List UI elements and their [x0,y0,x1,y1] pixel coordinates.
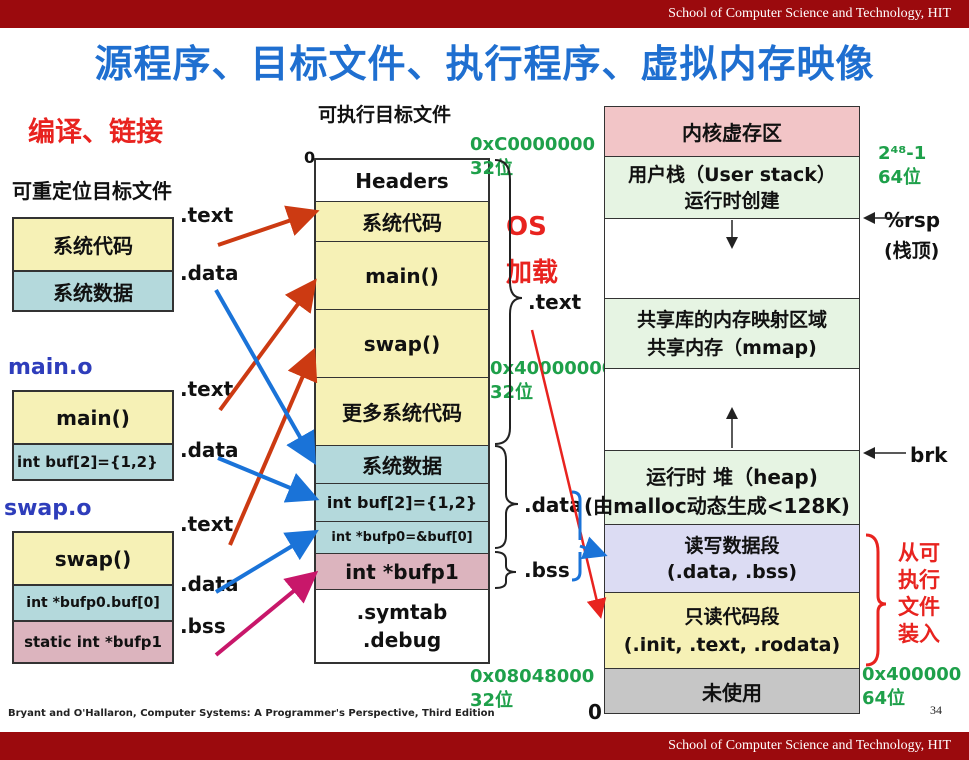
brace-data [494,445,519,549]
heap-note: (由malloc动态生成<128K) [584,494,850,518]
exe-bufp1: int *bufp1 [316,554,488,590]
exe-main: main() [316,242,488,310]
header-bar: School of Computer Science and Technolog… [0,0,969,28]
arrow-os-load [530,329,607,619]
executable-title: 可执行目标文件 [318,104,452,126]
relocatable-title: 可重定位目标文件 [12,179,172,203]
compile-link-label: 编译、链接 [28,117,163,148]
sys-data-box: 系统数据 [12,272,174,312]
mem-rw-data: 读写数据段 (.data, .bss) [605,525,859,593]
brace-load-from-file [865,533,887,667]
addr-40000000-bits: 32位 [490,382,534,403]
swap-bss-label: .bss [180,614,226,638]
exe-symtab-debug: .symtab .debug [316,590,488,662]
sys-text-label: .text [180,203,234,227]
arrow-sys-text [217,205,320,247]
sys-code-box: 系统代码 [12,217,174,272]
exe-bufp0: int *bufp0=&buf[0] [316,522,488,554]
mem-kernel: 内核虚存区 [605,107,859,157]
rsp-label: %rsp [884,208,941,232]
load-label: 加载 [506,258,559,288]
load-from-file-note: 从可 执行 文件 装入 [898,541,940,646]
arrow-sys-data [214,289,316,465]
exe-swap: swap() [316,310,488,378]
swap-bss-box: static int *bufp1 [12,622,174,664]
os-label: OS [506,212,547,242]
mem-mmap: 共享库的内存映射区域 共享内存（mmap) [605,299,859,369]
page-title: 源程序、目标文件、执行程序、虚拟内存映像 [94,42,875,86]
rw-bracket-top [571,490,582,540]
exe-sys-code: 系统代码 [316,202,488,242]
mem-user-stack: 用户栈（User stack） 运行时创建 [605,157,859,219]
arrow-rw-load [579,536,608,560]
addr-c0000000-bits: 32位 [470,158,514,179]
swap-data-box: int *bufp0.buf[0] [12,586,174,622]
mem-zero: 0 [588,700,602,724]
executable-file: Headers 系统代码 main() swap() 更多系统代码 系统数据 i… [314,158,490,664]
page-number: 34 [930,703,942,717]
addr-400000-bits: 64位 [862,688,906,709]
main-o-label: main.o [8,355,93,380]
executable-zero: 0 [304,148,316,167]
rsp-note: (栈顶) [884,240,940,262]
brace-bss-label: .bss [524,558,570,582]
addr-c0000000: 0xC0000000 [470,134,596,155]
addr-top-bits: 64位 [878,167,922,188]
brace-text [494,159,523,445]
exe-more-sys-code: 更多系统代码 [316,378,488,446]
rw-bracket-bottom [571,552,582,582]
brace-bss [494,551,517,589]
brace-text-label: .text [528,290,582,314]
addr-400000: 0x400000 [862,664,962,685]
exe-buf: int buf[2]={1,2} [316,484,488,522]
swap-text-label: .text [180,512,234,536]
arrow-swap-data [214,529,319,594]
main-data-box: int buf[2]={1,2} [12,445,174,481]
swap-o-label: swap.o [4,496,92,521]
arrow-swap-bss [214,570,319,657]
swap-code-box: swap() [12,531,174,586]
footer-bar: School of Computer Science and Technolog… [0,732,969,760]
addr-top: 2⁴⁸-1 [878,143,927,164]
arrow-main-text [218,278,317,412]
addr-08048000: 0x08048000 [470,666,595,687]
mem-unused: 未使用 [605,669,859,713]
footer-school: School of Computer Science and Technolog… [668,738,951,753]
addr-40000000: 0x40000000 [490,358,615,379]
main-data-label: .data [180,438,239,462]
virtual-memory: 内核虚存区 用户栈（User stack） 运行时创建 共享库的内存映射区域 共… [604,106,860,714]
main-code-box: main() [12,390,174,445]
mem-heap: 运行时 堆（heap) [605,451,859,525]
main-text-label: .text [180,377,234,401]
exe-headers: Headers [316,160,488,202]
exe-sys-data: 系统数据 [316,446,488,484]
header-school: School of Computer Science and Technolog… [668,6,951,21]
sys-data-label: .data [180,261,239,285]
addr-08048000-bits: 32位 [470,690,514,711]
citation: Bryant and O'Hallaron, Computer Systems:… [8,708,495,719]
brk-label: brk [910,443,948,467]
arrow-main-data [217,456,320,503]
mem-ro-code: 只读代码段 (.init, .text, .rodata) [605,593,859,669]
arrow-swap-text [228,347,318,546]
